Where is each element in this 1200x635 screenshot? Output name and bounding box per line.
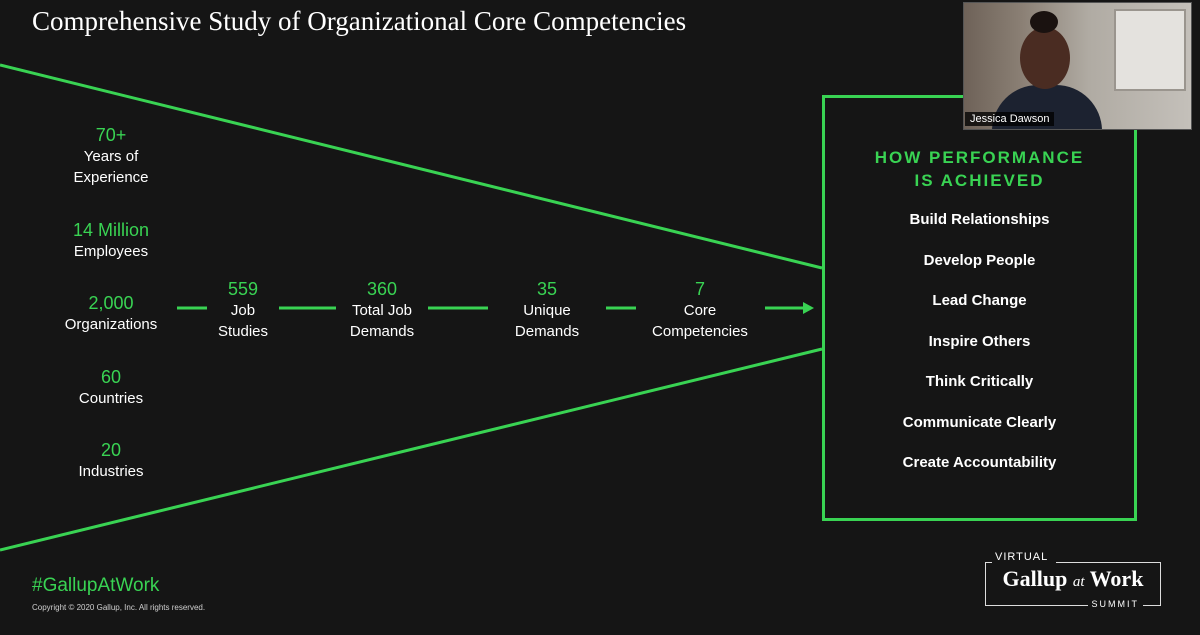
stat-label: Unique [472, 300, 622, 321]
stat-value: 7 [625, 278, 775, 300]
competency-item: Communicate Clearly [825, 411, 1134, 452]
stat-label: Countries [36, 388, 186, 409]
video-background-window [1114, 9, 1186, 91]
participant-video-tile[interactable]: Jessica Dawson [963, 2, 1192, 130]
stat-label: Core [625, 300, 775, 321]
performance-box: HOW PERFORMANCE IS ACHIEVED Build Relati… [822, 95, 1137, 521]
copyright-text: Copyright © 2020 Gallup, Inc. All rights… [32, 603, 205, 612]
stat-label: Experience [36, 167, 186, 188]
logo-brand-text: Gallup at Work [985, 566, 1161, 592]
stat-value: 20 [36, 439, 186, 461]
stat-value: 2,000 [36, 292, 186, 314]
stat-label: Total Job [307, 300, 457, 321]
competency-item: Inspire Others [825, 330, 1134, 371]
box-title-line: IS ACHIEVED [825, 169, 1134, 192]
stat-label: Industries [36, 461, 186, 482]
video-person-hair [1030, 11, 1058, 33]
stat-core-competencies: 7 Core Competencies [625, 278, 775, 342]
stat-label: Years of [36, 146, 186, 167]
participant-name-label: Jessica Dawson [965, 112, 1054, 126]
stat-value: 60 [36, 366, 186, 388]
competency-item: Develop People [825, 249, 1134, 290]
logo-brand-work: Work [1090, 566, 1144, 591]
competency-item: Lead Change [825, 289, 1134, 330]
performance-box-title: HOW PERFORMANCE IS ACHIEVED [825, 146, 1134, 192]
stat-job-studies: 559 Job Studies [168, 278, 318, 342]
stat-label: Competencies [625, 321, 775, 342]
hashtag-text: #GallupAtWork [32, 575, 159, 597]
logo-brand-gallup: Gallup [1003, 566, 1068, 591]
logo-summit-text: SUMMIT [1088, 599, 1144, 609]
stat-label: Demands [307, 321, 457, 342]
stat-value: 35 [472, 278, 622, 300]
stat-label: Studies [168, 321, 318, 342]
logo-virtual-text: VIRTUAL [995, 551, 1048, 563]
stat-value: 559 [168, 278, 318, 300]
stat-employees: 14 Million Employees [36, 219, 186, 262]
gallup-at-work-summit-logo: VIRTUAL Gallup at Work SUMMIT [985, 550, 1163, 610]
stat-organizations: 2,000 Organizations [36, 292, 186, 335]
stat-value: 70+ [36, 124, 186, 146]
competency-item: Build Relationships [825, 208, 1134, 249]
stat-countries: 60 Countries [36, 366, 186, 409]
stat-value: 14 Million [36, 219, 186, 241]
stat-years-experience: 70+ Years of Experience [36, 124, 186, 188]
video-person-head [1020, 27, 1070, 89]
stat-label: Demands [472, 321, 622, 342]
stat-value: 360 [307, 278, 457, 300]
box-title-line: HOW PERFORMANCE [825, 146, 1134, 169]
competency-item: Create Accountability [825, 451, 1134, 492]
arrow-head-icon [803, 302, 814, 314]
competency-item: Think Critically [825, 370, 1134, 411]
stat-label: Job [168, 300, 318, 321]
stat-industries: 20 Industries [36, 439, 186, 482]
logo-brand-at: at [1073, 574, 1085, 590]
competency-list: Build Relationships Develop People Lead … [825, 208, 1134, 492]
stat-label: Employees [36, 241, 186, 262]
stat-label: Organizations [36, 314, 186, 335]
stat-total-job-demands: 360 Total Job Demands [307, 278, 457, 342]
stat-unique-demands: 35 Unique Demands [472, 278, 622, 342]
